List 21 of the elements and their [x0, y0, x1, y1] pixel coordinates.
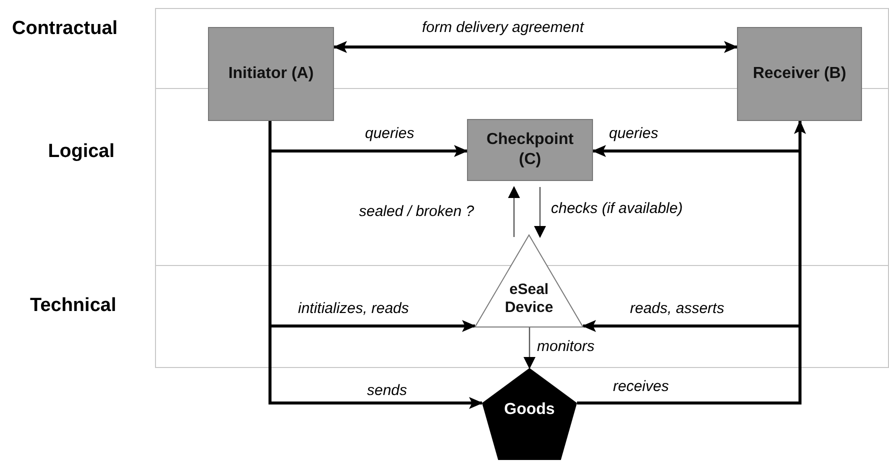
edge-label: form delivery agreement: [420, 19, 586, 36]
process-box: [208, 27, 334, 121]
process-box: [737, 27, 862, 121]
lane-label: Technical: [30, 295, 116, 317]
arrow: [333, 41, 738, 53]
lane-label: Contractual: [12, 18, 118, 40]
arrow: [524, 327, 536, 369]
edge-label: reads, asserts: [628, 300, 726, 317]
node-label: Initiator (A): [228, 64, 314, 84]
node-label: Checkpoint (C): [485, 130, 575, 170]
node-label: eSeal Device: [504, 281, 554, 317]
arrow: [534, 187, 546, 238]
edge-label: checks (if available): [549, 200, 685, 217]
node-label: Goods: [504, 400, 555, 420]
arrow: [508, 186, 520, 237]
edge-label: intitializes, reads: [296, 300, 411, 317]
edge-label: queries: [363, 125, 416, 142]
process-box: [467, 119, 593, 181]
edge-label: queries: [607, 125, 660, 142]
node-label: Receiver (B): [752, 64, 846, 84]
lane-label: Logical: [48, 141, 115, 163]
